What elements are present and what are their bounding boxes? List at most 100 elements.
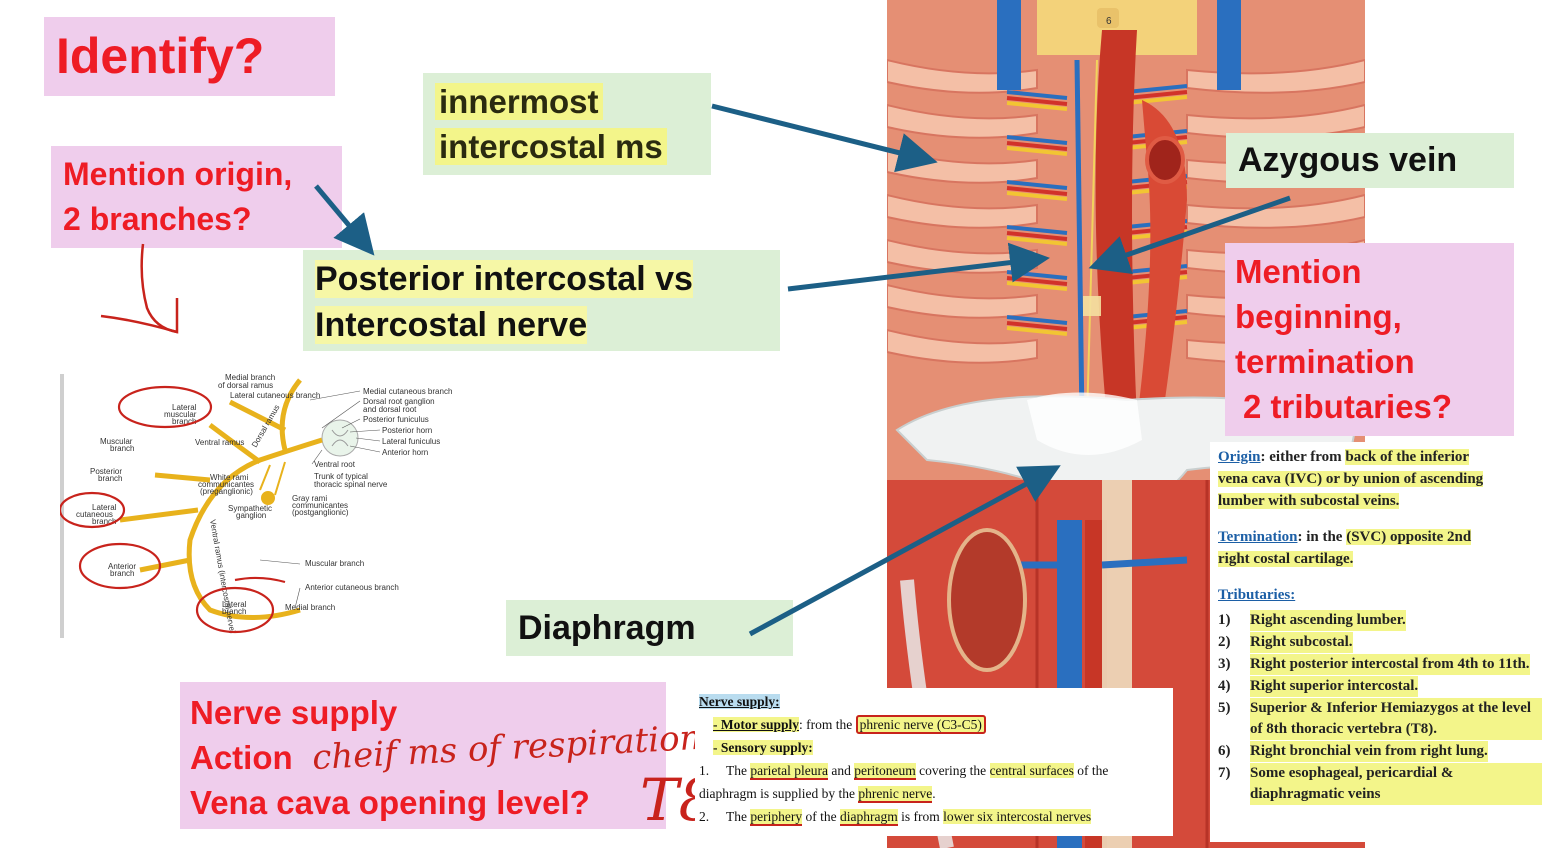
azygous-question-line1: Mention xyxy=(1235,253,1362,290)
origin-d: lumber with subcostal veins. xyxy=(1218,493,1400,509)
lbl-medial-branch-dorsal: Medial branch xyxy=(225,373,275,382)
lbl-lateral-cutaneous3: branch xyxy=(92,517,116,526)
right-kidney xyxy=(947,528,1027,672)
lbl-communicantes: communicantes xyxy=(198,480,254,489)
innermost-label-box: innermost intercostal ms xyxy=(423,73,711,175)
origin-question-line1: Mention origin, xyxy=(63,156,293,192)
lbl-medial-branch: Medial branch xyxy=(285,603,335,612)
lbl-lateral-funiculus: Lateral funiculus xyxy=(382,437,440,446)
lbl-drg: Dorsal root ganglion xyxy=(363,397,435,406)
tributary-num: 3) xyxy=(1218,656,1231,672)
vertebra-number: 6 xyxy=(1106,16,1112,27)
lbl-muscular-branch: Muscular xyxy=(100,437,133,446)
azygos-vein xyxy=(1074,59,1085,421)
lbl-posterior-funiculus: Posterior funiculus xyxy=(363,415,429,424)
tributary-text: Right posterior intercostal from 4th to … xyxy=(1250,654,1530,675)
lbl-postganglionic: (postganglionic) xyxy=(292,508,349,517)
arrow-posterior xyxy=(787,242,1050,292)
tributary-text: Superior & Inferior Hemiazygos at the le… xyxy=(1250,698,1542,740)
diaphragm-question-line1: Nerve supply xyxy=(190,694,398,731)
lbl-ventral-root: Ventral root xyxy=(314,460,356,469)
tributary-text: Right bronchial vein from right lung. xyxy=(1250,741,1488,762)
lbl-muscular-branch2: branch xyxy=(110,444,134,453)
item1-peritoneum: peritoneum xyxy=(854,763,916,780)
lbl-lateral-cutaneous: Lateral xyxy=(92,503,117,512)
lbl-lateral-muscular2: muscular xyxy=(164,410,197,419)
tributary-num: 7) xyxy=(1218,765,1231,781)
lbl-of-dorsal-ramus: of dorsal ramus xyxy=(218,381,273,390)
nerve-paths xyxy=(119,378,323,620)
handwritten-arrow-icon xyxy=(100,243,179,334)
sensory-label: - Sensory supply: xyxy=(713,740,813,755)
item1-central-surfaces: central surfaces xyxy=(989,763,1074,778)
tributary-item: 1)Right ascending lumber. xyxy=(1218,610,1542,631)
tributary-item: 6) Right bronchial vein from right lung. xyxy=(1218,741,1542,762)
nerve-card-heading: Nerve supply: xyxy=(699,694,780,709)
motor-text: : from the xyxy=(799,717,853,732)
aorta xyxy=(1095,30,1137,420)
item1-h: diaphragm is supplied by the xyxy=(699,786,855,801)
identify-title: Identify? xyxy=(56,28,265,84)
innermost-line1: innermost xyxy=(435,83,603,120)
tributary-item: 3) Right posterior intercostal from 4th t… xyxy=(1218,654,1542,675)
origin-question-box: Mention origin, 2 branches? xyxy=(51,146,342,248)
lbl-posterior-horn: Posterior horn xyxy=(382,426,432,435)
item1-num: 1. xyxy=(699,763,710,778)
diaphragm-label: Diaphragm xyxy=(518,609,696,647)
diaphragm-question-box: Nerve supply Action Vena cava opening le… xyxy=(180,682,666,829)
term-c: right costal cartilage. xyxy=(1218,551,1354,567)
tributary-text: Some esophageal, pericardial & diaphragm… xyxy=(1250,763,1542,805)
posterior-line2: Intercostal nerve xyxy=(315,306,588,344)
lbl-anterior-horn: Anterior horn xyxy=(382,448,428,457)
item1-phrenic-nerve: phrenic nerve xyxy=(858,786,933,803)
diaphragm-question-line3: Vena cava opening level? xyxy=(190,784,590,821)
diaphragm-label-box: Diaphragm xyxy=(506,600,793,656)
origin-b: back of the inferior xyxy=(1345,449,1470,465)
tributary-text: Right superior intercostal. xyxy=(1250,676,1419,697)
item2-c: of the xyxy=(805,809,837,824)
lbl-ganglion: ganglion xyxy=(236,511,266,520)
lbl-muscular-branch-low: Muscular branch xyxy=(305,559,364,568)
tributary-item: 2)Right subcostal. xyxy=(1218,632,1542,653)
nerve-supply-card: Nerve supply: - Motor supply: from the p… xyxy=(695,688,1173,836)
item2-periphery: periphery xyxy=(750,809,803,826)
lbl-lateral-branch: Lateral xyxy=(222,600,247,609)
item1-parietal-pleura: parietal pleura xyxy=(750,763,828,780)
lbl-posterior-branch: Posterior xyxy=(90,467,122,476)
motor-nerve: phrenic nerve (C3-C5) xyxy=(855,715,986,734)
origin-label: Origin xyxy=(1218,449,1261,465)
posterior-label-box: Posterior intercostal vs Intercostal ner… xyxy=(303,250,780,351)
lbl-lateral-cutaneous2: cutaneous xyxy=(76,510,113,519)
lbl-anterior-branch: Anterior xyxy=(108,562,136,571)
termination-label: Termination xyxy=(1218,529,1298,545)
tributary-num: 6) xyxy=(1218,743,1231,759)
item2-e: is from xyxy=(901,809,940,824)
posterior-line1: Posterior intercostal vs xyxy=(315,260,693,298)
lbl-anterior-branch2: branch xyxy=(110,569,134,578)
azygous-question-line3: termination xyxy=(1235,343,1415,380)
identify-box: Identify? xyxy=(44,17,335,96)
term-a: : in the xyxy=(1297,529,1343,545)
lbl-lateral-cutaneous-top: Lateral cutaneous branch xyxy=(230,391,320,400)
lbl-ventral-ramus: Ventral ramus xyxy=(195,438,244,447)
item1-c: and xyxy=(831,763,851,778)
red-annotation-circles xyxy=(60,385,286,634)
lbl-gray-rami: Gray rami xyxy=(292,494,327,503)
item1-g: of the xyxy=(1077,763,1109,778)
diaphragm-question-line2: Action xyxy=(190,739,293,776)
item2-lower-six: lower six intercostal nerves xyxy=(943,809,1092,824)
lbl-preganglionic: (preganglionic) xyxy=(200,487,253,496)
lbl-white-rami: White rami xyxy=(210,473,248,482)
item1-e: covering the xyxy=(919,763,987,778)
lbl-communicantes2: communicantes xyxy=(292,501,348,510)
lbl-lateral-branch2: branch xyxy=(222,607,246,616)
tributary-num: 4) xyxy=(1218,678,1231,694)
lbl-and-dorsal-root: and dorsal root xyxy=(363,405,417,414)
lbl-lateral-muscular: Lateral xyxy=(172,403,197,412)
lbl-posterior-branch2: branch xyxy=(98,474,122,483)
lbl-medial-cutaneous: Medial cutaneous branch xyxy=(363,387,452,396)
tributary-text: Right subcostal. xyxy=(1250,632,1353,653)
tributaries-label: Tributaries: xyxy=(1218,587,1296,603)
arrow-innermost xyxy=(711,103,938,173)
tributary-item: 7) Some esophageal, pericardial & diaphra… xyxy=(1218,763,1542,805)
